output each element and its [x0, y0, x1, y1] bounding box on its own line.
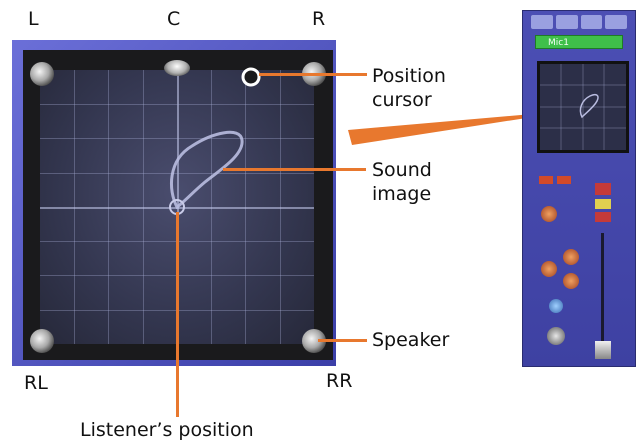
speaker-front-left-icon — [30, 62, 54, 86]
mini-button — [539, 176, 553, 184]
position-cursor-callout: Position cursor — [372, 65, 446, 111]
sound-image-shape — [170, 130, 244, 210]
mini-fader-track — [601, 233, 604, 358]
listener-position-callout: Listener’s position — [80, 419, 254, 441]
channel-label-rear-left: RL — [24, 372, 48, 394]
sound-image-leader — [223, 168, 366, 171]
listener-leader — [176, 212, 179, 417]
mini-knob — [541, 206, 557, 222]
speaker-center-icon — [164, 60, 190, 76]
speaker-rear-left-icon — [30, 329, 54, 353]
channel-label-left: L — [28, 8, 39, 30]
position-cursor-leader — [259, 73, 367, 76]
channel-label-center: C — [167, 8, 181, 30]
channel-label-rear-right: RR — [326, 370, 353, 392]
channel-label-right: R — [312, 8, 326, 30]
mini-top-buttons — [531, 15, 627, 29]
mini-knob — [541, 261, 557, 277]
channel-strip-thumbnail: Mic1 — [522, 10, 636, 367]
mini-button — [595, 199, 611, 209]
mini-knob — [563, 273, 579, 289]
mini-knob — [549, 299, 563, 313]
mini-knob — [547, 327, 565, 345]
mini-button — [595, 183, 611, 195]
speaker-leader — [318, 339, 367, 342]
position-cursor-icon — [241, 67, 261, 87]
mini-button — [557, 176, 571, 184]
mini-surround-grid — [537, 61, 629, 153]
sound-image-callout: Sound image — [372, 159, 432, 205]
speaker-callout: Speaker — [372, 329, 450, 351]
mini-fader-handle — [595, 341, 611, 359]
mini-knob — [563, 249, 579, 265]
mini-button — [595, 212, 611, 222]
mini-channel-name[interactable]: Mic1 — [535, 35, 623, 49]
